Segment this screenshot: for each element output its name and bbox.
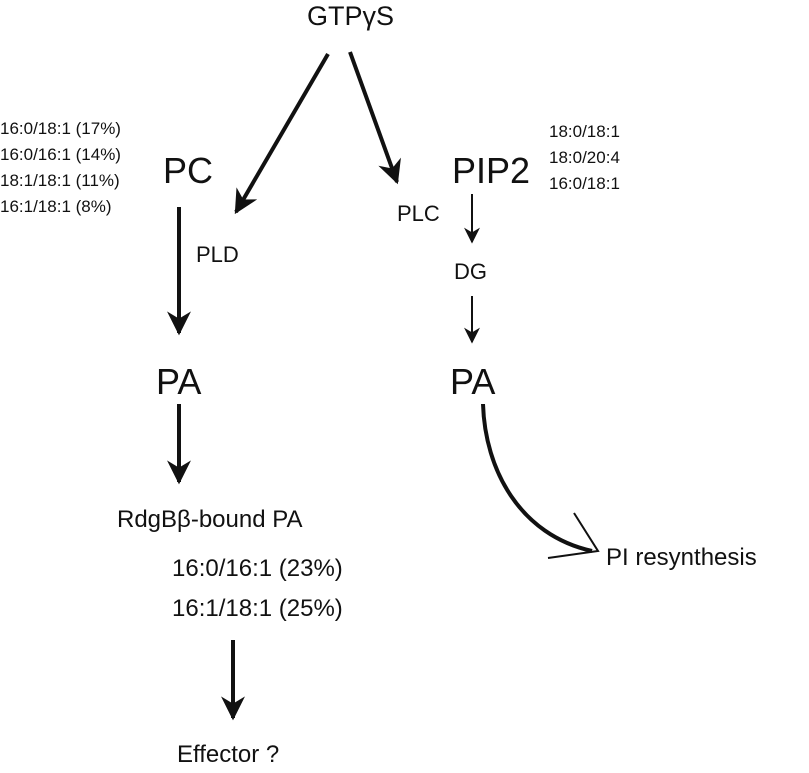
gtp-gamma-s-label: GTPγS xyxy=(307,1,395,31)
arrow-gtp-to-plc xyxy=(348,51,401,185)
pc-species-item: 18:1/18:1 (11%) xyxy=(0,171,120,190)
pip2-species-list: 18:0/18:1 18:0/20:4 16:0/18:1 xyxy=(549,119,620,197)
dg-node: DG xyxy=(454,259,487,284)
pc-node: PC xyxy=(163,150,214,191)
pip2-species-item: 18:0/18:1 xyxy=(549,122,620,141)
effector-label: Effector ? xyxy=(177,741,280,768)
bound-pa-species-item: 16:1/18:1 (25%) xyxy=(172,595,343,622)
pld-enzyme-label: PLD xyxy=(196,242,239,267)
pip2-node: PIP2 xyxy=(452,150,531,191)
arrow-pa-to-pi-resynthesis xyxy=(481,403,600,559)
plc-enzyme-label: PLC xyxy=(397,201,440,226)
pc-species-item: 16:0/16:1 (14%) xyxy=(0,145,121,164)
pi-resynthesis-label: PI resynthesis xyxy=(606,544,757,571)
pc-species-list: 16:0/18:1 (17%) 16:0/16:1 (14%) 18:1/18:… xyxy=(0,116,121,220)
pip2-species-item: 18:0/20:4 xyxy=(549,148,620,167)
bound-pa-species-item: 16:0/16:1 (23%) xyxy=(172,555,343,582)
bound-pa-species-list: 16:0/16:1 (23%) 16:1/18:1 (25%) xyxy=(172,549,343,629)
pa-right-node: PA xyxy=(450,361,496,402)
pip2-species-item: 16:0/18:1 xyxy=(549,174,620,193)
rdgb-bound-pa-title: RdgBβ-bound PA xyxy=(117,506,303,533)
pc-species-item: 16:1/18:1 (8%) xyxy=(0,197,112,216)
pa-left-node: PA xyxy=(156,361,202,402)
arrow-gtp-to-pld xyxy=(234,52,330,215)
pc-species-item: 16:0/18:1 (17%) xyxy=(0,119,121,138)
